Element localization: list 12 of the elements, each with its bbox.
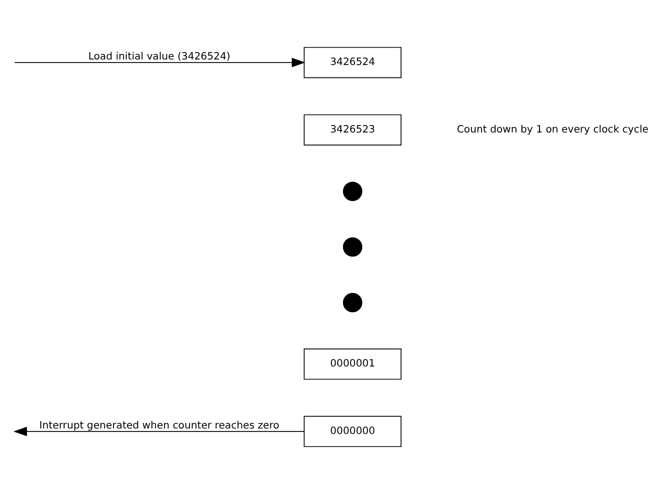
arrow <box>13 426 304 436</box>
edge-label: Load initial value (3426524) <box>88 51 230 62</box>
node-circle <box>342 181 362 201</box>
node-box: 0000001 <box>304 348 402 380</box>
edge-label: Interrupt generated when counter reaches zero <box>39 420 280 432</box>
label: Count down by 1 on every clock cycle <box>456 124 648 136</box>
node-circle <box>342 292 362 312</box>
node-box: 3426523 <box>304 114 402 145</box>
arrow <box>14 57 306 67</box>
node-box: 3426524 <box>304 46 402 78</box>
node-box: 0000000 <box>304 415 402 447</box>
node-circle <box>342 236 362 256</box>
